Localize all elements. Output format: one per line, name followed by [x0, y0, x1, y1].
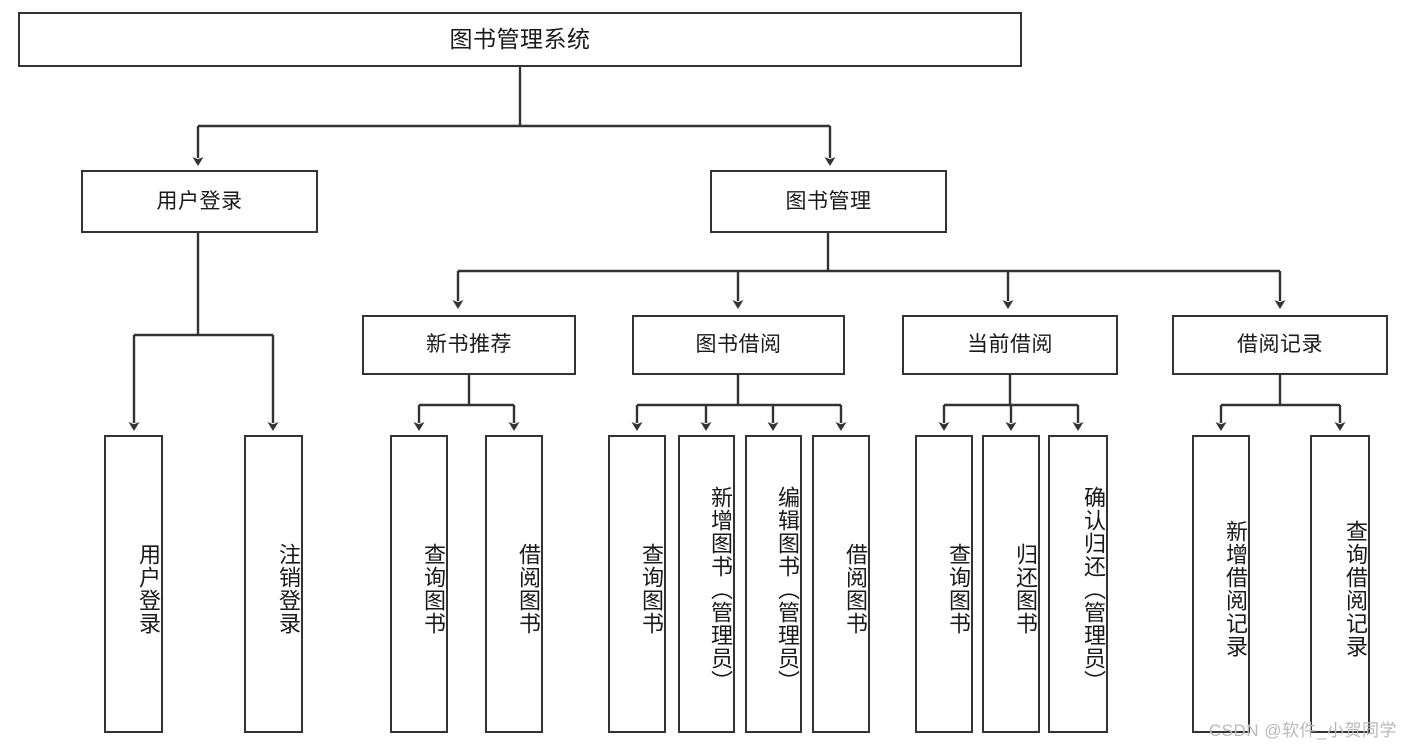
node-user-login-label: 用户登录 [156, 189, 243, 213]
leaf-label: 归还图书 [1013, 543, 1038, 635]
leaf-new-book-borrow[interactable]: 借阅图书 [485, 435, 543, 733]
node-book-management-label: 图书管理 [785, 189, 872, 213]
leaf-label: 编辑图书（管理员） [775, 485, 800, 693]
leaf-label: 新增借阅记录 [1223, 520, 1248, 658]
leaf-label: 新增图书（管理员） [708, 485, 733, 693]
leaf-book-borrow-add[interactable]: 新增图书（管理员） [678, 435, 735, 733]
leaf-borrow-record-query[interactable]: 查询借阅记录 [1310, 435, 1370, 733]
node-root[interactable]: 图书管理系统 [18, 12, 1022, 67]
leaf-book-borrow-edit[interactable]: 编辑图书（管理员） [745, 435, 802, 733]
node-book-borrow-label: 图书借阅 [695, 333, 782, 357]
leaf-book-borrow-borrow[interactable]: 借阅图书 [812, 435, 870, 733]
leaf-user-login-login[interactable]: 用户登录 [104, 435, 163, 733]
leaf-current-borrow-return[interactable]: 归还图书 [982, 435, 1040, 733]
node-user-login[interactable]: 用户登录 [81, 170, 318, 233]
leaf-borrow-record-add[interactable]: 新增借阅记录 [1192, 435, 1250, 733]
leaf-label: 查询图书 [639, 543, 664, 635]
node-current-borrow[interactable]: 当前借阅 [902, 315, 1118, 375]
leaf-label: 查询图书 [946, 543, 971, 635]
node-book-borrow[interactable]: 图书借阅 [632, 315, 845, 375]
node-root-label: 图书管理系统 [449, 25, 591, 52]
leaf-label: 注销登录 [276, 543, 301, 635]
leaf-label: 借阅图书 [843, 543, 868, 635]
leaf-label: 用户登录 [136, 543, 161, 635]
leaf-label: 查询借阅记录 [1343, 520, 1368, 658]
leaf-label: 借阅图书 [516, 543, 541, 635]
node-new-book-recommend-label: 新书推荐 [426, 333, 512, 357]
leaf-label: 确认归还（管理员） [1081, 485, 1106, 693]
node-borrow-record[interactable]: 借阅记录 [1172, 315, 1388, 375]
node-current-borrow-label: 当前借阅 [967, 333, 1053, 357]
leaf-new-book-query[interactable]: 查询图书 [390, 435, 448, 733]
leaf-current-borrow-confirm-return[interactable]: 确认归还（管理员） [1048, 435, 1108, 733]
node-book-management[interactable]: 图书管理 [710, 170, 947, 233]
node-borrow-record-label: 借阅记录 [1237, 333, 1323, 357]
watermark: CSDN @软件_小贺同学 [1208, 721, 1397, 740]
node-new-book-recommend[interactable]: 新书推荐 [362, 315, 576, 375]
leaf-current-borrow-query[interactable]: 查询图书 [915, 435, 973, 733]
leaf-user-login-logout[interactable]: 注销登录 [244, 435, 303, 733]
leaf-book-borrow-query[interactable]: 查询图书 [608, 435, 666, 733]
leaf-label: 查询图书 [421, 543, 446, 635]
